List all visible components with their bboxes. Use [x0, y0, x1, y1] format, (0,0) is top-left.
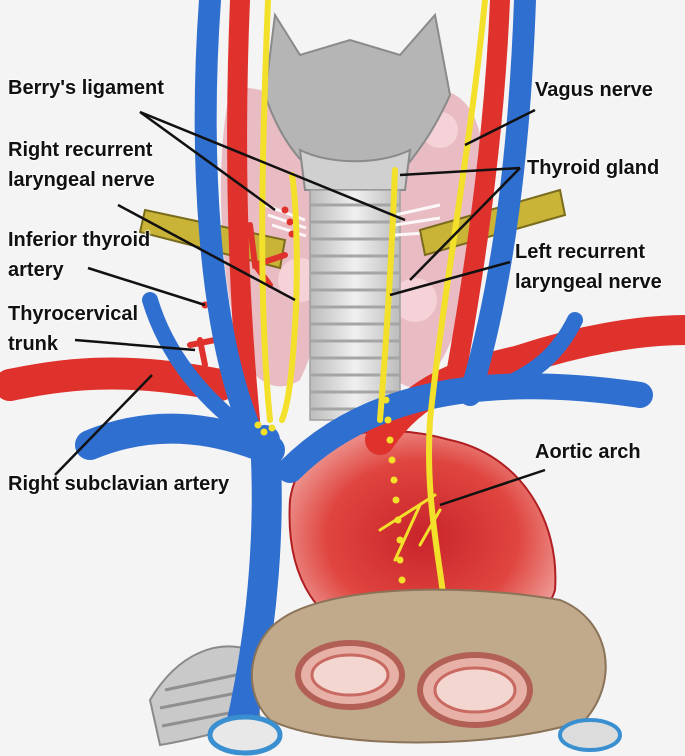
label-inferior-thyroid-artery-line1: Inferior thyroid	[8, 229, 151, 251]
nerves	[259, 0, 488, 613]
label-inferior-thyroid-artery-line2: artery	[8, 259, 64, 281]
label-right-subclavian-artery: Right subclavian artery	[8, 473, 230, 495]
right-carotid-artery	[227, 0, 260, 430]
label-thyrocervical-trunk-line1: Thyrocervical	[8, 303, 139, 325]
label-vagus-nerve: Vagus nerve	[535, 79, 653, 101]
label-aortic-arch: Aortic arch	[535, 441, 641, 463]
label-thyrocervical-trunk-line2: trunk	[8, 333, 58, 355]
label-thyroid-gland: Thyroid gland	[527, 157, 660, 179]
label-left-recurrent-laryngeal-nerve-line2: laryngeal nerve	[515, 271, 662, 293]
veins	[75, 0, 653, 745]
label-right-recurrent-laryngeal-nerve-line1: Right recurrent	[8, 139, 153, 161]
left-carotid-artery	[445, 0, 510, 390]
nerve-dots	[254, 396, 406, 584]
label-right-recurrent-laryngeal-nerve-line2: laryngeal nerve	[8, 169, 155, 191]
larynx-cartilage	[263, 12, 452, 191]
thyrocervical-trunk-shape	[187, 337, 218, 368]
leader-lines	[54, 108, 546, 507]
label-berrys-ligament: Berry's ligament	[8, 77, 164, 99]
great-vessel-cross-sections	[207, 588, 622, 756]
trachea	[309, 189, 401, 421]
label-left-recurrent-laryngeal-nerve-line1: Left recurrent	[515, 241, 646, 263]
